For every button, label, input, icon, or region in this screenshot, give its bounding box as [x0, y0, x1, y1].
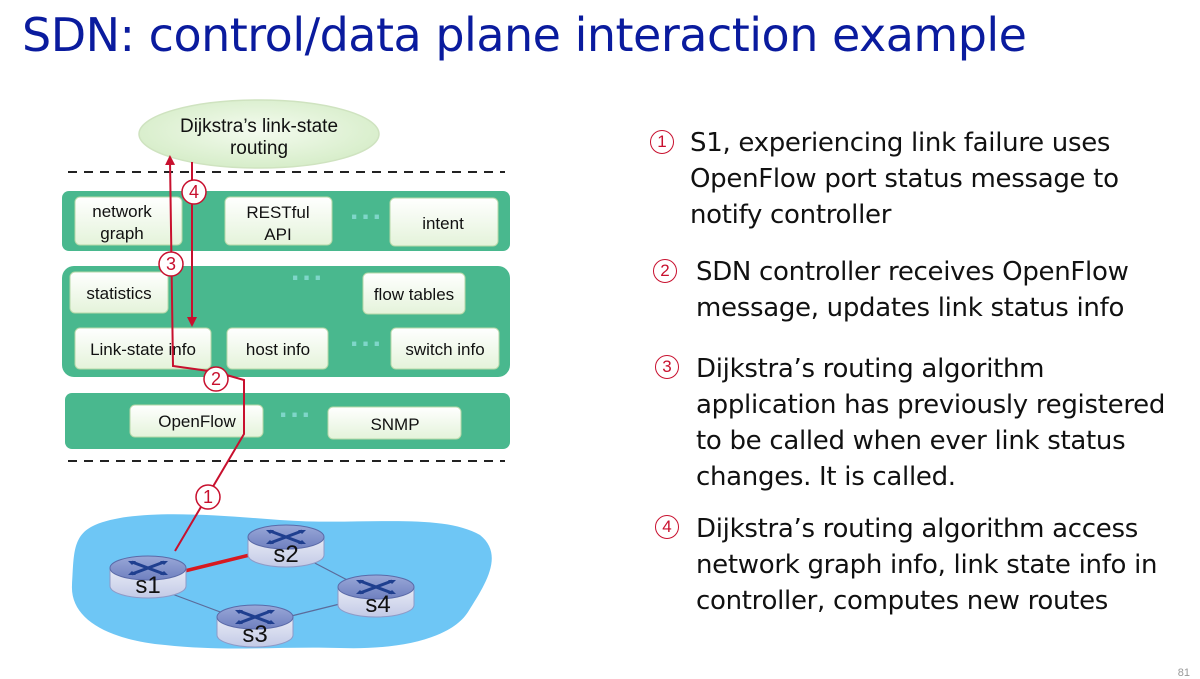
router-s1[interactable]: s1: [108, 554, 188, 600]
controller-ellipsis: ...: [291, 254, 325, 287]
step-1-description: S1, experiencing link failure uses OpenF…: [690, 128, 1119, 230]
step-2-description: SDN controller receives OpenFlow message…: [696, 257, 1129, 323]
switch-info-label: switch info: [405, 340, 484, 359]
svg-text:3: 3: [166, 254, 176, 274]
step-1-marker: 1: [650, 130, 674, 154]
router-s4[interactable]: s4: [336, 573, 416, 619]
step-3-text: Dijkstra’s routing algorithm application…: [696, 351, 1191, 495]
step-1-text: S1, experiencing link failure uses OpenF…: [690, 125, 1170, 233]
diagram-marker-3: 3: [158, 251, 184, 277]
step-2-marker: 2: [653, 259, 677, 283]
dijkstra-app-label-line1: Dijkstra’s link-state: [180, 116, 338, 137]
step-3-marker: 3: [655, 355, 679, 379]
diagram-marker-1: 1: [195, 484, 221, 510]
network-graph-box[interactable]: [74, 196, 183, 246]
flow-tables-box[interactable]: [362, 272, 466, 315]
router-s1-label: s1: [135, 572, 160, 599]
openflow-box[interactable]: [129, 404, 264, 438]
step-4-marker: 4: [655, 515, 679, 539]
slide-number: 81: [1177, 667, 1190, 679]
svg-text:1: 1: [203, 487, 213, 507]
step-2-text: SDN controller receives OpenFlow message…: [696, 254, 1176, 326]
step-4-description: Dijkstra’s routing algorithm access netw…: [696, 514, 1158, 616]
restful-api-label-line1: RESTful: [246, 203, 309, 222]
diagram-marker-4: 4: [181, 179, 207, 205]
openflow-message-path: [165, 155, 245, 552]
diagram-marker-2: 2: [203, 366, 229, 392]
router-s2[interactable]: s2: [246, 523, 326, 569]
network-graph-label-line2: graph: [100, 224, 143, 243]
statistics-label: statistics: [86, 284, 151, 303]
step-3-description: Dijkstra’s routing algorithm application…: [696, 354, 1166, 492]
openflow-label: OpenFlow: [158, 412, 236, 431]
dijkstra-app-label-line2: routing: [230, 138, 288, 159]
intent-label: intent: [422, 214, 464, 233]
switch-info-box[interactable]: [390, 327, 500, 370]
router-s2-label: s2: [273, 541, 298, 568]
snmp-box[interactable]: [327, 406, 462, 440]
router-s4-label: s4: [365, 591, 390, 618]
step-4-text: Dijkstra’s routing algorithm access netw…: [696, 511, 1176, 619]
controller-ellipsis-2: ...: [350, 320, 384, 353]
network-graph-label-line1: network: [92, 202, 152, 221]
host-info-label: host info: [246, 340, 310, 359]
router-s3[interactable]: s3: [215, 603, 295, 649]
link-state-info-box[interactable]: [74, 327, 212, 370]
svg-text:2: 2: [211, 369, 221, 389]
svg-text:4: 4: [189, 182, 199, 202]
dijkstra-app-ellipse[interactable]: [138, 99, 380, 169]
statistics-box[interactable]: [69, 271, 169, 314]
link-state-info-label: Link-state info: [90, 340, 196, 359]
southbound-ellipsis: ...: [279, 391, 313, 424]
router-s3-label: s3: [242, 621, 267, 648]
northbound-ellipsis: ...: [350, 193, 384, 226]
flow-tables-label: flow tables: [374, 285, 454, 304]
restful-api-box[interactable]: [224, 196, 333, 246]
host-info-box[interactable]: [226, 327, 329, 370]
restful-api-label-line2: API: [264, 225, 291, 244]
intent-box[interactable]: [389, 197, 499, 247]
page-title: SDN: control/data plane interaction exam…: [22, 8, 1027, 62]
snmp-label: SNMP: [370, 415, 419, 434]
